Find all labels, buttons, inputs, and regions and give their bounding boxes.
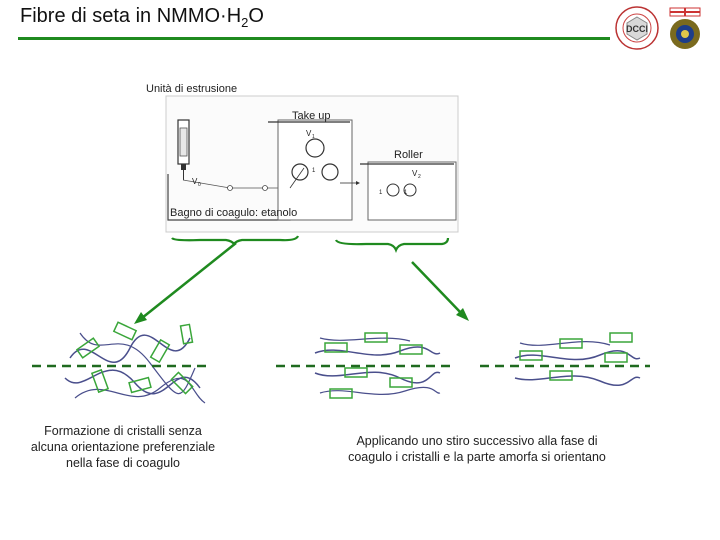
stretch-brace [334, 237, 450, 253]
takeup-unit [277, 119, 353, 221]
takeup-label: Take up [292, 110, 331, 122]
title-main: Fibre di seta in NMMO·H [20, 5, 242, 27]
v1-sub: 1 [312, 134, 315, 140]
random-structure [64, 321, 206, 404]
arrow-to-oriented [411, 261, 469, 321]
v2-sub: 2 [418, 174, 421, 180]
bath-label: Bagno di coagulo: etanolo [170, 207, 298, 219]
dcci-logo-text: DCCI [626, 24, 648, 34]
oriented-structure-2 [514, 332, 641, 387]
process-diagram: V 0 V 1 1 V 2 1 1 [165, 95, 459, 253]
title-end: O [248, 5, 264, 27]
roller-label: Roller [394, 149, 423, 161]
mark-1a: 1 [312, 168, 316, 174]
title-underline [18, 37, 610, 40]
mark-1b: 1 [379, 190, 383, 196]
caption-left: Formazione di cristalli senza alcuna ori… [30, 424, 216, 470]
caption-right: Applicando uno stiro successivo alla fas… [348, 434, 606, 464]
slide-title: Fibre di seta in NMMO·H2O [20, 5, 264, 30]
v0-sub: 0 [198, 182, 201, 188]
title-subscript: 2 [241, 15, 249, 30]
oriented-structure-1 [314, 332, 441, 399]
v2-label: V [412, 169, 418, 178]
dcci-logo: DCCI [615, 6, 659, 50]
mark-1c: 1 [404, 190, 408, 196]
logos: DCCI [615, 6, 701, 50]
v1-label: V [306, 129, 312, 138]
university-crest [669, 7, 701, 49]
v0-label: V [192, 177, 198, 186]
extrusion-unit [177, 119, 190, 180]
extrusion-label: Unità di estrusione [146, 83, 238, 95]
arrow-to-random [134, 242, 237, 324]
microstructures [32, 321, 650, 404]
